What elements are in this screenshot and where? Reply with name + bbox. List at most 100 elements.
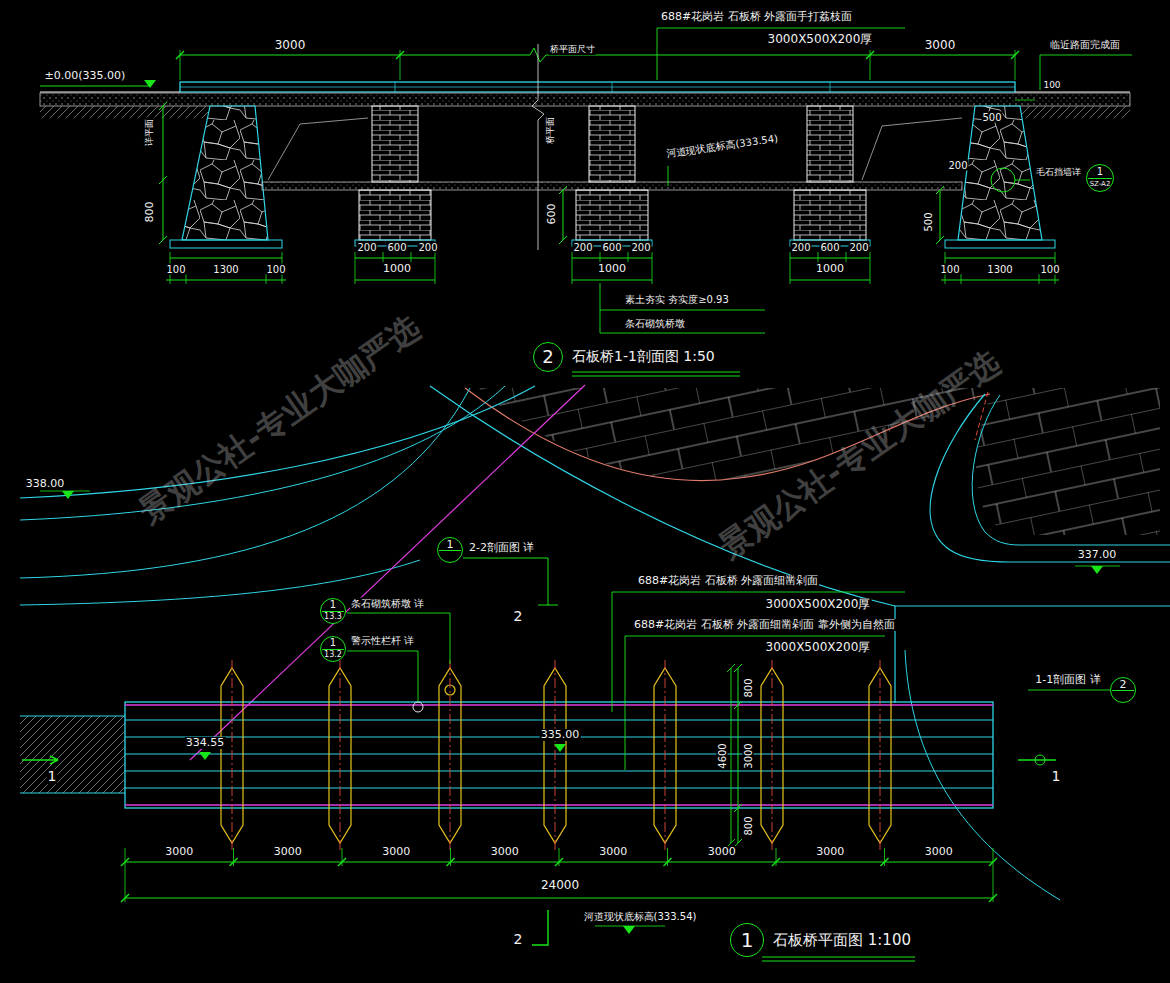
note-text: 河道现状底标高(333.54)	[664, 133, 779, 160]
callout-divider	[322, 649, 344, 650]
dimension-text: 3000	[815, 846, 845, 858]
note-text: 桥平面	[546, 116, 556, 145]
drawing-path	[40, 491, 90, 492]
callout-circle: 1SZ-A2	[1086, 164, 1114, 192]
drawing-path	[347, 651, 418, 702]
drawing-path	[159, 102, 167, 244]
note-text: 条石砌筑桥墩	[624, 318, 686, 329]
callout-symbol: 113.3	[320, 598, 346, 624]
dimension-text: 3000	[707, 846, 737, 858]
drawing-rect	[807, 106, 853, 182]
dimension-text: 200	[417, 242, 438, 253]
drawing-rect	[180, 82, 1015, 92]
dimension-text: 3000	[164, 846, 194, 858]
elevation-text: 337.00	[1077, 549, 1118, 561]
dimension-text: 1000	[597, 263, 627, 275]
section-mark: 2	[513, 609, 524, 624]
dimension-text: 1000	[815, 263, 845, 275]
drawing-g	[221, 668, 891, 843]
drawing-rect	[794, 190, 866, 240]
dimension-text: 600	[601, 242, 622, 253]
drawing-path	[734, 664, 742, 847]
drawing-rect	[1022, 106, 1130, 118]
drawing-path	[975, 392, 988, 440]
dimension-text: 200	[356, 242, 377, 253]
drawing-path	[170, 258, 1055, 259]
drawing-path	[668, 166, 669, 186]
dimension-text: 800	[144, 201, 156, 224]
dimension-text: 100	[1042, 81, 1061, 91]
drawing-polygon	[554, 744, 566, 752]
note-text: 条石砌筑桥墩 详	[350, 598, 425, 609]
drawing-title: 石板桥平面图 1:100	[773, 932, 911, 949]
elevation-text: 334.55	[185, 737, 226, 749]
drawing-path	[625, 636, 885, 770]
dimension-text: 3000	[274, 39, 307, 52]
elevation-text: ±0.00(335.00)	[44, 70, 127, 82]
drawing-path	[463, 558, 558, 605]
drawing-path	[180, 87, 1015, 88]
drawing-path	[1015, 180, 1087, 181]
drawing-title: 石板桥1-1剖面图 1:50	[572, 349, 715, 364]
elevation-text: 335.00	[540, 729, 581, 741]
drawing-polygon	[623, 926, 635, 934]
title-callout: 1 石板桥平面图 1:100	[730, 923, 911, 957]
note-text: 桥平面尺寸	[549, 45, 596, 55]
callout-circle: 2	[1110, 677, 1136, 703]
callout-divider	[439, 550, 461, 551]
drawing-rect	[262, 182, 962, 190]
drawing-rect	[372, 106, 418, 182]
drawing-polygon	[144, 80, 156, 88]
drawing-path	[125, 862, 993, 898]
drawing-path	[1075, 566, 1120, 567]
drawing-path	[20, 716, 125, 793]
note-text: 临近路面完成面	[1049, 39, 1121, 50]
sheet-number: 13.2	[321, 649, 345, 661]
drawing-path	[22, 756, 58, 764]
drawing-path	[232, 660, 880, 850]
drawing-path	[125, 720, 993, 788]
drawing-rect	[170, 240, 282, 248]
drawing-path	[612, 592, 905, 712]
dimension-text: 3000	[924, 846, 954, 858]
dimension-text: 3000	[490, 846, 520, 858]
drawing-circle	[1035, 755, 1045, 765]
callout-circle: 113.3	[320, 598, 346, 624]
drawing-path	[727, 664, 735, 847]
drawing-path	[559, 186, 567, 244]
callout-symbol: 1SZ-A2	[1086, 164, 1114, 192]
drawing-path	[40, 86, 150, 87]
drawing-rect	[576, 190, 648, 240]
dimension-text: 1300	[212, 264, 239, 275]
dimension-text: 3000	[598, 846, 628, 858]
drawing-polygon	[199, 752, 211, 760]
callout-circle: 1	[437, 537, 463, 563]
drawing-path	[180, 50, 1015, 80]
dimension-text: 1300	[986, 264, 1013, 275]
drawing-g	[40, 28, 1132, 376]
drawing-path	[1040, 55, 1132, 90]
title-circle: 1	[730, 923, 764, 957]
elevation-text: 河道现状底标高(333.54)	[583, 911, 698, 922]
dimension-text: 100	[265, 264, 286, 275]
callout-number: 2	[1111, 678, 1135, 690]
drawing-path	[1028, 690, 1110, 691]
dimension-text: 4600	[717, 742, 728, 769]
dimension-text: 600	[546, 203, 558, 226]
note-text: 毛石挡墙详	[1035, 168, 1082, 178]
drawing-path	[895, 606, 1170, 703]
title-circle: 2	[533, 342, 563, 372]
dimension-text: 200	[947, 160, 968, 171]
section-mark: 2	[513, 932, 524, 947]
dimension-text: 600	[819, 242, 840, 253]
callout-divider	[322, 611, 344, 612]
drawing-rect	[40, 93, 1130, 106]
callout-symbol: 2	[1110, 677, 1136, 703]
drawing-path	[572, 372, 740, 376]
drawing-path	[936, 186, 944, 244]
note-text: 3000X500X200厚	[765, 598, 872, 611]
drawing-path	[125, 848, 993, 902]
drawing-path	[40, 92, 1130, 93]
dimension-text: 800	[743, 815, 754, 836]
drawing-path	[595, 926, 665, 927]
